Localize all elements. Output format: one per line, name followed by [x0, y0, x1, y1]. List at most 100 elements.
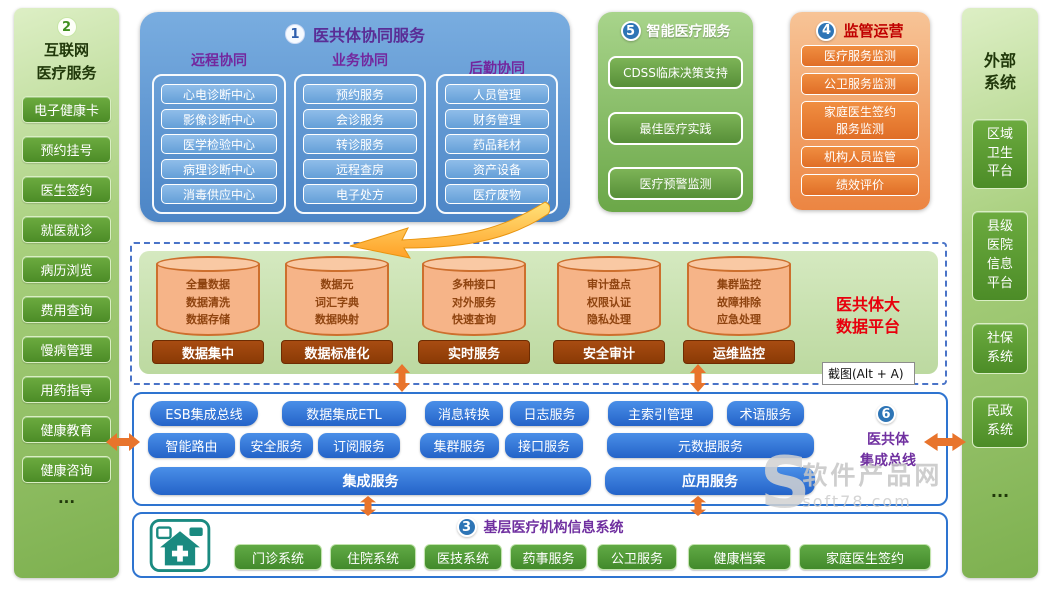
line: 审计盘点 — [587, 278, 631, 291]
subscription-service-button[interactable]: 订阅服务 — [318, 433, 400, 458]
swoosh-arrow-top-to-platform — [349, 201, 550, 259]
vertical-double-arrow-bus-grassroots-left — [360, 496, 376, 516]
early-warning-button[interactable]: 医疗预警监测 — [608, 167, 743, 200]
line: 权限认证 — [587, 295, 631, 309]
sidebar-item-chronic[interactable]: 慢病管理 — [22, 335, 111, 363]
cylinder-text: 数据元 词汇字典 数据映射 — [285, 276, 389, 329]
asset-equipment-button[interactable]: 资产设备 — [445, 159, 549, 179]
sidebar-item-health-consult[interactable]: 健康咨询 — [22, 455, 111, 483]
sidebar-item-fee-query[interactable]: 费用查询 — [22, 295, 111, 323]
security-service-button[interactable]: 安全服务 — [240, 433, 313, 458]
e-prescription-button[interactable]: 电子处方 — [303, 184, 417, 204]
sidebar-item-doctor-sign[interactable]: 医生签约 — [22, 175, 111, 203]
consultation-service-button[interactable]: 会诊服务 — [303, 109, 417, 129]
pathology-center-button[interactable]: 病理诊断中心 — [161, 159, 277, 179]
message-transform-button[interactable]: 消息转换 — [425, 401, 503, 426]
application-service-bar[interactable]: 应用服务 — [605, 467, 815, 495]
collaboration-title-row: 1 医共体协同服务 — [140, 22, 570, 46]
line: 故障排除 — [717, 295, 761, 309]
line: 快速查询 — [452, 313, 496, 327]
metadata-service-button[interactable]: 元数据服务 — [607, 433, 814, 458]
family-doctor-sign-button[interactable]: 家庭医生签约 — [799, 544, 931, 570]
public-health-monitor-button[interactable]: 公卫服务监测 — [801, 73, 919, 96]
data-centralization-label: 数据集中 — [152, 340, 264, 364]
medical-service-monitor-button[interactable]: 医疗服务监测 — [801, 45, 919, 68]
disinfection-center-button[interactable]: 消毒供应中心 — [161, 184, 277, 204]
business-collab-group: 预约服务 会诊服务 转诊服务 远程查房 电子处方 — [294, 74, 426, 214]
badge-4: 4 — [816, 20, 837, 41]
lab-center-button[interactable]: 医学检验中心 — [161, 134, 277, 154]
sidebar-item-record-browse[interactable]: 病历浏览 — [22, 255, 111, 283]
supervision-items: 医疗服务监测 公卫服务监测 家庭医生签约服务监测 机构人员监管 绩效评价 — [801, 45, 919, 197]
smart-routing-button[interactable]: 智能路由 — [148, 433, 235, 458]
line: 数据元 — [320, 278, 354, 291]
medtech-system-button[interactable]: 医技系统 — [424, 544, 502, 570]
civil-affairs-system-item[interactable]: 民政系统 — [972, 396, 1028, 449]
interface-service-button[interactable]: 接口服务 — [505, 433, 583, 458]
internet-medical-title-line2: 医疗服务 — [36, 64, 97, 83]
health-records-button[interactable]: 健康档案 — [688, 544, 791, 570]
outpatient-system-button[interactable]: 门诊系统 — [234, 544, 322, 570]
remote-collab-group: 心电诊断中心 影像诊断中心 医学检验中心 病理诊断中心 消毒供应中心 — [152, 74, 286, 214]
grassroots-title: 基层医疗机构信息系统 — [483, 520, 624, 536]
database-cylinder-icon: 集群监控 故障排除 应急处理 — [687, 256, 791, 336]
badge-2: 2 — [56, 17, 77, 37]
drug-supplies-button[interactable]: 药品耗材 — [445, 134, 549, 154]
cdss-button[interactable]: CDSS临床决策支持 — [608, 56, 743, 89]
cylinder-top — [285, 256, 389, 272]
sidebar-item-health-edu[interactable]: 健康教育 — [22, 415, 111, 443]
performance-eval-button[interactable]: 绩效评价 — [801, 173, 919, 197]
sidebar-more-ellipsis: ... — [57, 488, 76, 507]
hospital-icon — [149, 519, 211, 572]
pharmacy-service-button[interactable]: 药事服务 — [510, 544, 587, 570]
database-cylinder-icon: 多种接口 对外服务 快速查询 — [422, 256, 526, 336]
bus-title-line1: 医共体 — [867, 432, 909, 448]
master-index-button[interactable]: 主索引管理 — [608, 401, 713, 426]
sidebar-item-appointment[interactable]: 预约挂号 — [22, 135, 111, 163]
etl-button[interactable]: 数据集成ETL — [282, 401, 406, 426]
cylinder-body — [156, 264, 260, 336]
integration-service-bar[interactable]: 集成服务 — [150, 467, 591, 495]
log-service-button[interactable]: 日志服务 — [510, 401, 589, 426]
appointment-service-button[interactable]: 预约服务 — [303, 84, 417, 104]
database-cylinder-icon: 数据元 词汇字典 数据映射 — [285, 256, 389, 336]
line: 数据存储 — [186, 313, 230, 327]
staff-supervision-button[interactable]: 机构人员监管 — [801, 145, 919, 168]
supervision-panel: 4 监管运营 医疗服务监测 公卫服务监测 家庭医生签约服务监测 机构人员监管 绩… — [790, 12, 930, 210]
label: 医疗服务监测 — [823, 49, 896, 63]
social-security-system-item[interactable]: 社保系统 — [972, 322, 1028, 375]
smart-medical-title: 智能医疗服务 — [646, 24, 731, 40]
imaging-center-button[interactable]: 影像诊断中心 — [161, 109, 277, 129]
sidebar-item-medication[interactable]: 用药指导 — [22, 375, 111, 403]
sidebar-item-health-card[interactable]: 电子健康卡 — [22, 95, 111, 123]
county-hospital-platform-item[interactable]: 县级医院信息平台 — [972, 211, 1028, 301]
supervision-title-row: 4 监管运营 — [790, 20, 930, 41]
line: 应急处理 — [717, 313, 761, 327]
supervision-title: 监管运营 — [843, 22, 904, 40]
family-doctor-monitor-button[interactable]: 家庭医生签约服务监测 — [801, 101, 919, 140]
referral-service-button[interactable]: 转诊服务 — [303, 134, 417, 154]
line: 隐私处理 — [587, 313, 631, 327]
inpatient-system-button[interactable]: 住院系统 — [330, 544, 416, 570]
esb-bus-button[interactable]: ESB集成总线 — [150, 401, 258, 426]
data-centralization-module: 全量数据 数据清洗 数据存储 数据集中 — [150, 256, 266, 364]
remote-collab-header: 远程协同 — [191, 53, 247, 69]
database-cylinder-icon: 全量数据 数据清洗 数据存储 — [156, 256, 260, 336]
best-practice-button[interactable]: 最佳医疗实践 — [608, 111, 743, 145]
public-health-service-button[interactable]: 公卫服务 — [597, 544, 677, 570]
bus-title-line2: 集成总线 — [860, 453, 916, 469]
terminology-service-button[interactable]: 术语服务 — [727, 401, 804, 426]
sidebar-item-visit[interactable]: 就医就诊 — [22, 215, 111, 243]
finance-mgmt-button[interactable]: 财务管理 — [445, 109, 549, 129]
realtime-service-module: 多种接口 对外服务 快速查询 实时服务 — [416, 256, 532, 364]
personnel-mgmt-button[interactable]: 人员管理 — [445, 84, 549, 104]
medical-waste-button[interactable]: 医疗废物 — [445, 184, 549, 204]
line: 对外服务 — [452, 295, 496, 309]
remote-rounds-button[interactable]: 远程查房 — [303, 159, 417, 179]
ecg-center-button[interactable]: 心电诊断中心 — [161, 84, 277, 104]
logistics-collab-header: 后勤协同 — [469, 61, 525, 77]
internet-medical-items: 电子健康卡 预约挂号 医生签约 就医就诊 病历浏览 费用查询 慢病管理 用药指导… — [14, 95, 119, 483]
regional-health-platform-item[interactable]: 区域卫生平台 — [972, 118, 1028, 190]
line: 数据清洗 — [186, 295, 230, 309]
cluster-service-button[interactable]: 集群服务 — [420, 433, 499, 458]
